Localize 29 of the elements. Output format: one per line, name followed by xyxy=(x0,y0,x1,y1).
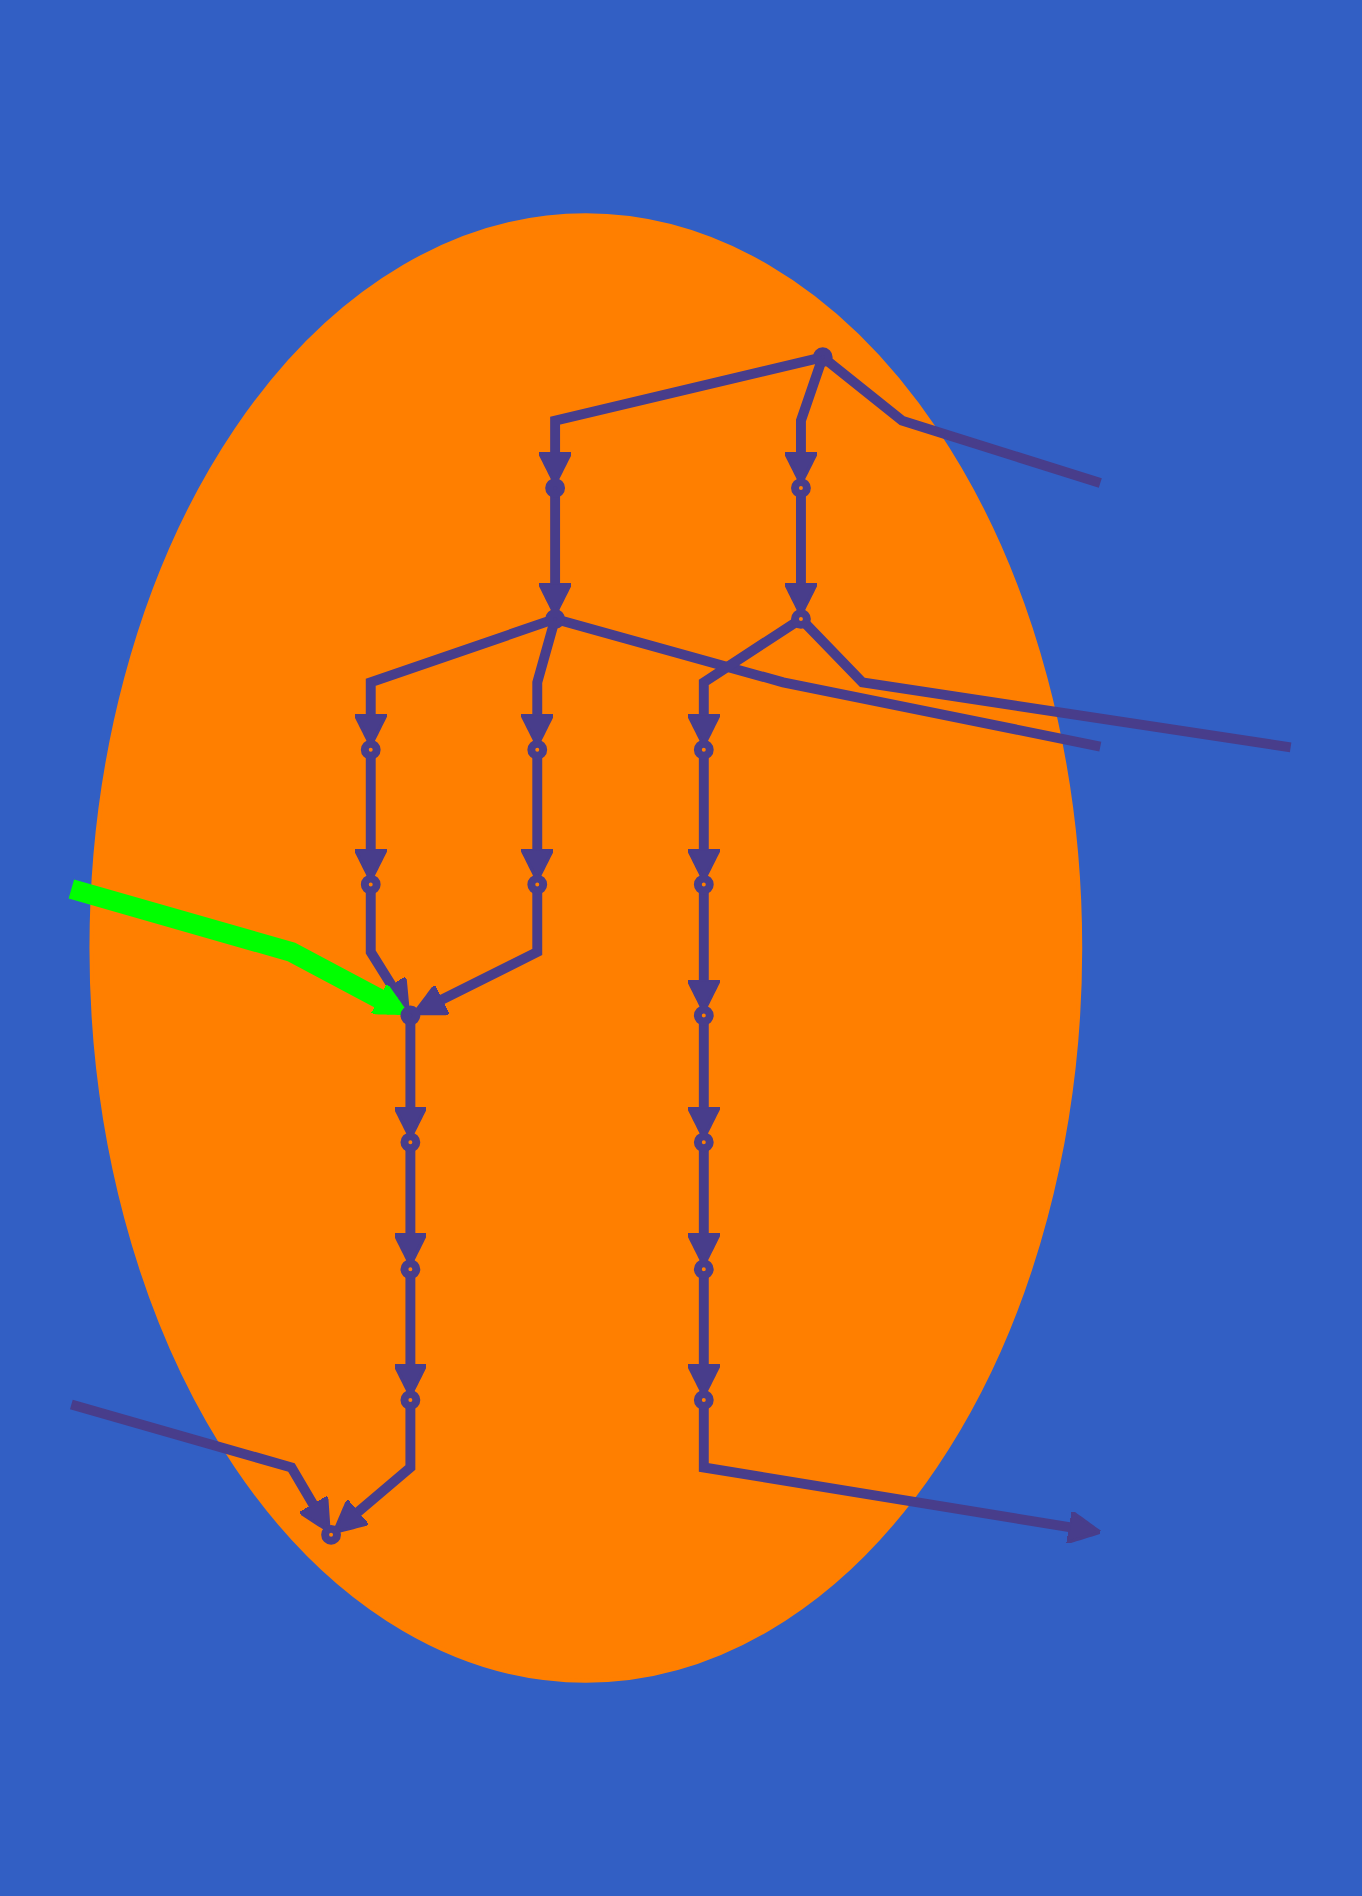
node-circle xyxy=(360,739,381,760)
node-circle xyxy=(545,478,566,498)
node-circle xyxy=(400,1005,421,1026)
connector xyxy=(822,355,1102,488)
node-circle xyxy=(400,1259,421,1280)
node-circle xyxy=(693,1005,714,1026)
arrow xyxy=(68,879,409,1016)
node-circle xyxy=(693,1259,714,1280)
node-circle xyxy=(321,1524,341,1545)
node-circle xyxy=(693,1390,714,1410)
node-circle xyxy=(527,874,548,895)
node-circle xyxy=(400,1390,421,1410)
node-circle xyxy=(527,739,548,760)
ellipse-region xyxy=(89,213,1083,1683)
connector xyxy=(557,615,1102,752)
node-circle xyxy=(791,608,811,629)
node-circle xyxy=(791,478,811,498)
node-circle xyxy=(812,347,833,368)
arrow xyxy=(698,1404,1102,1545)
arrow xyxy=(332,1404,416,1534)
node-circle xyxy=(693,874,714,895)
node-circle xyxy=(693,1132,714,1153)
node-circle xyxy=(693,739,714,760)
arrow xyxy=(412,888,543,1016)
node-circle xyxy=(360,874,381,895)
connector xyxy=(800,618,1292,753)
arrow xyxy=(70,1399,331,1533)
node-circle xyxy=(400,1132,421,1153)
node-circle xyxy=(545,608,566,629)
